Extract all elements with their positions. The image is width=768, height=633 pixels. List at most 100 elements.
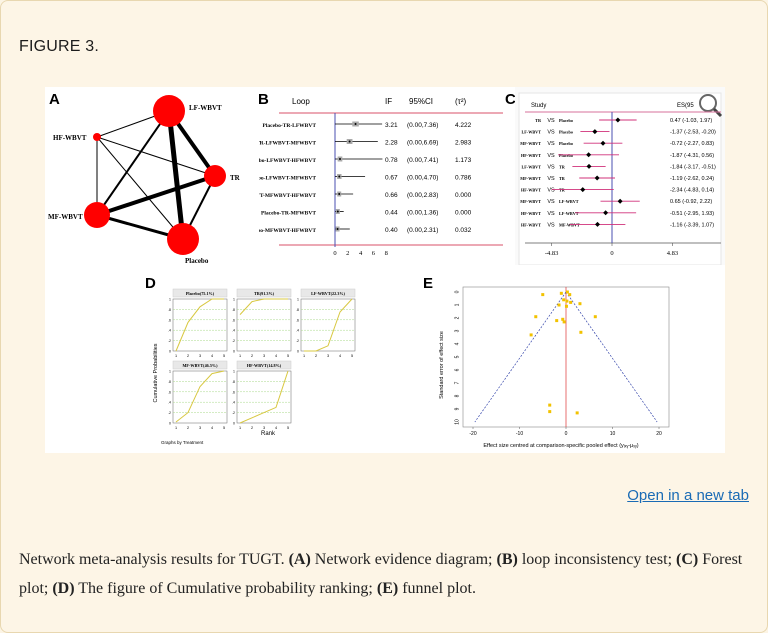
forest-vs: VS xyxy=(547,222,555,228)
node-lf-wbvt xyxy=(153,95,185,127)
open-new-tab-link[interactable]: Open in a new tab xyxy=(627,487,749,504)
forest-study-a: HF-WBVT xyxy=(521,222,541,227)
forest-es-text: -1.37 (-2.53, -0.20) xyxy=(670,130,716,136)
loop-tau-value: 1.173 xyxy=(455,157,472,164)
rank-subplot-title-bar xyxy=(236,288,292,298)
rank-x-tick: 1 xyxy=(239,354,241,358)
forest-study-a: LF-WBVT xyxy=(521,130,541,135)
loop-axis-tick: 6 xyxy=(372,250,376,257)
forest-estimate-point xyxy=(615,117,621,123)
figure-image: A LF-WBVT xyxy=(45,87,725,453)
funnel-study-point xyxy=(568,293,572,297)
forest-vs: VS xyxy=(547,211,555,217)
header-ci: 95%CI xyxy=(409,97,433,106)
rank-y-tick: .6 xyxy=(168,390,171,394)
study-header: Study xyxy=(531,103,546,109)
caption-tag: (C) xyxy=(676,551,699,568)
caption-intro: Network meta-analysis results for TUGT. xyxy=(19,551,289,568)
rank-y-tick: .6 xyxy=(232,390,235,394)
forest-study-b: Placebo xyxy=(559,118,573,123)
rank-y-tick: 1 xyxy=(297,298,299,302)
funnel-study-point xyxy=(534,315,538,319)
forest-estimate-point xyxy=(595,221,600,227)
rank-y-tick: .4 xyxy=(296,329,299,333)
rank-cumulative-line xyxy=(175,298,224,352)
loop-axis-tick: 2 xyxy=(346,250,349,257)
header-tau: (τ²) xyxy=(455,97,466,106)
rank-x-tick: 2 xyxy=(187,426,189,430)
loop-tau-value: 0.000 xyxy=(455,210,472,217)
loop-name: Placebo-MFWBVT-HFWBVT xyxy=(259,228,316,234)
forest-study-b: LF-WBVT xyxy=(559,211,579,216)
forest-study-a: TR xyxy=(535,118,542,123)
forest-estimate-point xyxy=(586,163,592,169)
caption-tag: (D) xyxy=(52,580,75,597)
forest-study-b: TR xyxy=(559,176,566,181)
rank-x-tick: 1 xyxy=(239,426,241,430)
loop-name: Placebo-LFWBVT-HFWBVT xyxy=(259,158,316,164)
forest-estimate-point xyxy=(586,152,592,158)
funnel-study-point xyxy=(579,330,583,334)
funnel-study-point xyxy=(565,290,569,294)
node-hf-wbvt xyxy=(93,133,101,141)
rank-subplot-title-bar xyxy=(300,288,356,298)
d-xlabel: Rank xyxy=(261,431,276,437)
node-label: TR xyxy=(230,174,241,182)
rank-y-tick: .2 xyxy=(296,339,299,343)
funnel-study-point xyxy=(562,298,566,302)
forest-es-text: 0.65 (-0.92, 2.22) xyxy=(670,199,712,205)
loop-axis-tick: 4 xyxy=(359,250,363,257)
d-footer: Graphs by Treatment xyxy=(161,440,204,445)
funnel-y-tick: 9 xyxy=(455,407,461,410)
forest-estimate-point xyxy=(617,198,623,204)
rank-y-tick: .8 xyxy=(168,380,171,384)
loop-if-value: 3.21 xyxy=(385,122,398,129)
funnel-plot: Standard error of effect size Effect siz… xyxy=(439,286,670,449)
rank-x-tick: 3 xyxy=(199,426,201,430)
forest-estimate-point xyxy=(600,140,606,146)
rank-subplot-frame xyxy=(236,298,292,352)
forest-study-b: TR xyxy=(559,164,566,169)
loop-if-point xyxy=(338,193,341,195)
forest-estimate-point xyxy=(580,187,586,193)
loop-ci-value: (0.00,2.31) xyxy=(407,227,438,234)
rank-x-tick: 4 xyxy=(275,426,277,430)
rank-y-tick: 1 xyxy=(233,370,235,374)
rank-x-tick: 2 xyxy=(187,354,189,358)
forest-axis-tick: 0 xyxy=(610,250,613,257)
funnel-study-point xyxy=(548,403,552,407)
forest-vs: VS xyxy=(547,141,555,147)
forest-es-text: -1.84 (-3.17, -0.51) xyxy=(670,164,716,170)
forest-study-a: HF-WBVT xyxy=(521,153,541,158)
loop-name: Placebo-LFWBVT-MFWBVT xyxy=(259,176,316,182)
loop-if-point xyxy=(336,210,339,213)
loop-axis-tick: 8 xyxy=(385,250,388,257)
forest-study-a: MF-WBVT xyxy=(520,176,541,181)
rank-x-tick: 4 xyxy=(211,426,213,430)
rank-subplot-frame xyxy=(236,370,292,424)
rank-y-tick: 1 xyxy=(169,370,171,374)
rank-y-tick: .4 xyxy=(168,401,171,405)
forest-study-b: TR xyxy=(559,188,566,193)
panel-e-letter: E xyxy=(423,275,434,292)
rank-cumulative-line xyxy=(175,370,225,423)
loop-name: Placebo-TR-MFWBVT xyxy=(261,211,316,217)
forest-es-text: -1.19 (-2.62, 0.24) xyxy=(670,176,714,182)
loop-tau-value: 0.032 xyxy=(455,227,472,234)
forest-es-text: -0.51 (-2.95, 1.93) xyxy=(670,211,714,217)
funnel-study-point xyxy=(575,411,579,415)
edge xyxy=(96,174,216,217)
node-placebo xyxy=(167,223,199,255)
funnel-ci-boundary xyxy=(474,291,567,423)
rank-x-tick: 3 xyxy=(263,354,265,358)
caption-text: funnel plot. xyxy=(398,580,476,597)
caption-tag: (A) xyxy=(288,551,311,568)
loop-if-point xyxy=(338,175,341,178)
node-label: HF-WBVT xyxy=(53,134,87,142)
rank-y-tick: 0 xyxy=(297,350,299,354)
forest-vs: VS xyxy=(547,153,555,159)
rank-y-tick: 0 xyxy=(169,350,171,354)
network-diagram: LF-WBVT HF-WBVT TR MF-WBVT Placebo xyxy=(48,95,241,265)
